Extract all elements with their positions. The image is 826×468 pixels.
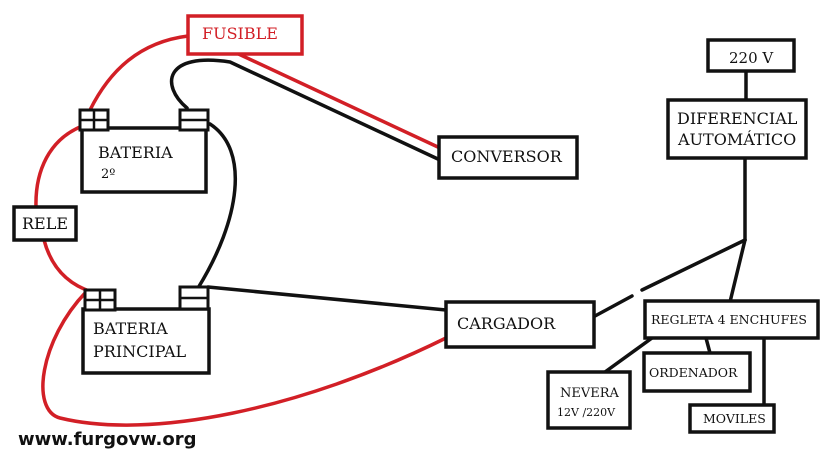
wire-principal-neg-to-cargador (206, 285, 448, 312)
wire-rele-to-principal-pos (42, 238, 94, 294)
moviles-label: MOVILES (703, 411, 766, 426)
rele-box: RELE (12, 205, 78, 242)
bateria-principal-label-line2: PRINCIPAL (93, 342, 187, 361)
diferencial-box: DIFERENCIAL AUTOMÁTICO (666, 98, 808, 160)
fusible-label: FUSIBLE (202, 24, 278, 43)
diferencial-label-line2: AUTOMÁTICO (677, 129, 796, 149)
wire-cargador-to-junction-a (593, 294, 634, 318)
ordenador-box: ORDENADOR (642, 351, 752, 393)
bateria-2: BATERIA 2º (78, 108, 210, 194)
positive-wires (34, 34, 448, 427)
nevera-label-line2: 12V /220V (557, 406, 616, 419)
wire-junction-to-regleta (728, 238, 747, 304)
bateria-principal-label-line1: BATERIA (93, 319, 168, 338)
bateria-2-negative-terminal-icon (178, 108, 210, 132)
wire-bateria2-pos-to-fusible (88, 34, 190, 112)
conversor-label: CONVERSOR (451, 147, 563, 166)
wire-bateria2-neg-to-principal-neg (196, 122, 237, 290)
regleta-label: REGLETA 4 ENCHUFES (651, 312, 807, 327)
v220-label: 220 V (729, 49, 774, 67)
bateria-principal-negative-terminal-icon (178, 285, 210, 311)
watermark-text: www.furgovw.org (18, 429, 197, 450)
bateria-2-label-line1: BATERIA (98, 143, 173, 162)
bateria-principal-positive-terminal-icon (83, 288, 117, 312)
wire-cargador-to-junction-b (640, 238, 747, 292)
bateria-2-label-line2: 2º (101, 167, 115, 182)
wire-regleta-to-nevera (603, 336, 654, 374)
cargador-label: CARGADOR (457, 314, 556, 333)
regleta-box: REGLETA 4 ENCHUFES (643, 299, 820, 340)
nevera-box: NEVERA 12V /220V (546, 370, 632, 430)
ordenador-label: ORDENADOR (649, 365, 738, 380)
bateria-principal: BATERIA PRINCIPAL (81, 285, 211, 375)
bateria-2-positive-terminal-icon (78, 108, 110, 132)
wire-principal-pos-to-cargador (41, 290, 448, 427)
wire-fusible-to-conversor (228, 48, 442, 150)
moviles-box: MOVILES (688, 403, 776, 434)
v220-box: 220 V (706, 38, 796, 73)
wire-regleta-to-ordenador (704, 336, 712, 355)
cargador-box: CARGADOR (444, 300, 596, 349)
negative-wires (169, 58, 766, 407)
conversor-box: CONVERSOR (437, 135, 579, 180)
fusible-box: FUSIBLE (186, 14, 304, 56)
rele-label: RELE (22, 214, 68, 233)
wire-bateria2-pos-to-rele (34, 125, 82, 209)
nevera-label-line1: NEVERA (560, 386, 620, 401)
diferencial-label-line1: DIFERENCIAL (677, 109, 798, 128)
wire-bateria2-neg-to-conversor (169, 58, 442, 162)
